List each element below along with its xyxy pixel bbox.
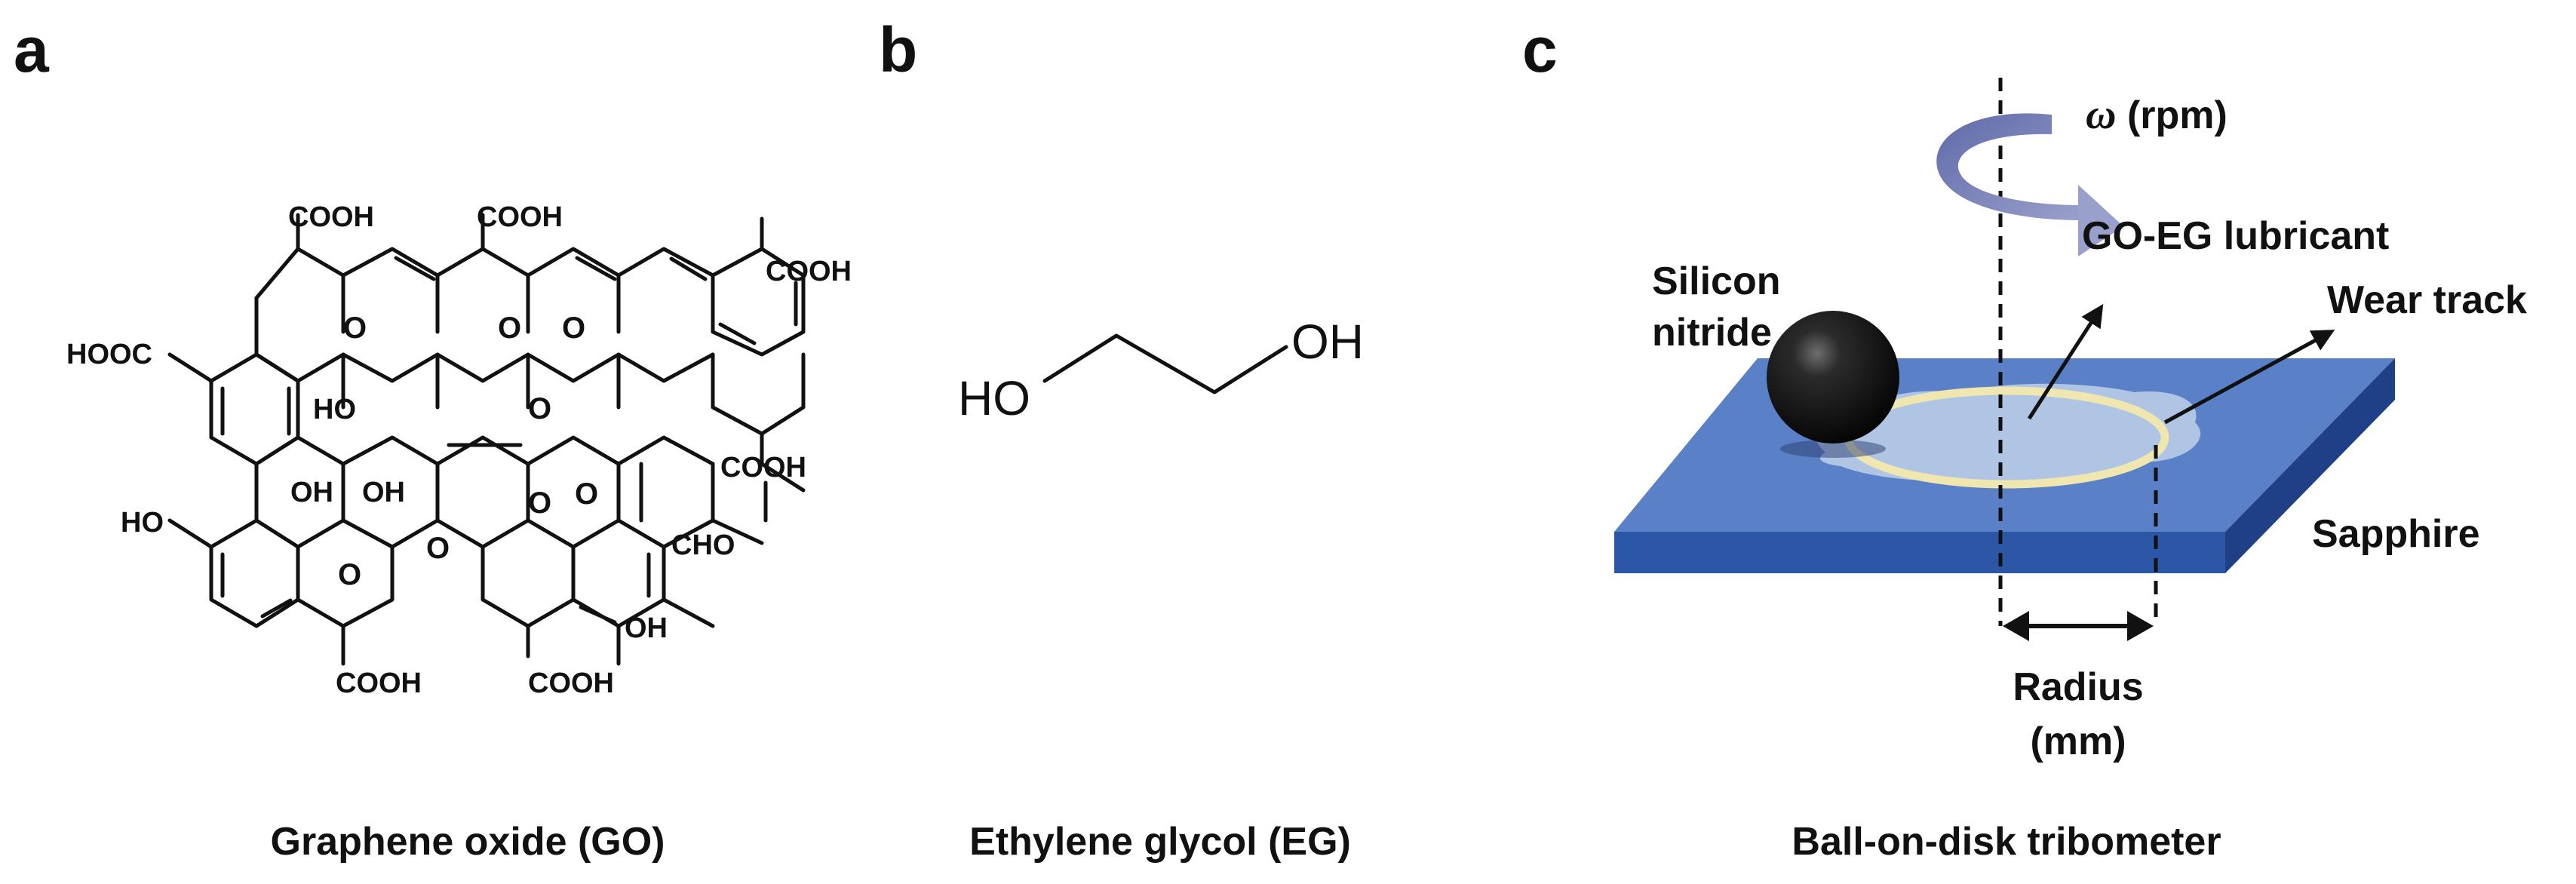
radius-label-line-2: (mm) bbox=[2030, 720, 2126, 763]
ball-label-line-2: nitride bbox=[1652, 311, 1772, 355]
epoxide-o-1: O bbox=[343, 312, 367, 345]
wear-track-label: Wear track bbox=[2327, 278, 2527, 322]
disk-side-face bbox=[2225, 358, 2395, 573]
panel-a-caption: Graphene oxide (GO) bbox=[271, 820, 665, 864]
rotation-arrow-icon bbox=[1936, 113, 2123, 256]
graphene-oxide-structure: O O O O O O O O COOH COOH COOH HOOC COOH… bbox=[66, 201, 852, 699]
ball-shadow bbox=[1780, 440, 1886, 458]
disk-front-face bbox=[1614, 532, 2225, 573]
go-cooh-top-left: COOH bbox=[288, 201, 374, 233]
go-hooc-left: HOOC bbox=[66, 339, 152, 370]
ball-label-line-1: Silicon bbox=[1652, 259, 1780, 303]
radius-dimension-arrow bbox=[2003, 611, 2154, 641]
go-oh-right: OH bbox=[625, 612, 668, 644]
eg-bond-chain bbox=[1042, 333, 1288, 394]
panel-c-letter: c bbox=[1522, 14, 1558, 85]
go-ho-left: HO bbox=[121, 507, 164, 539]
ball-sphere bbox=[1767, 311, 1899, 444]
panel-c-caption: Ball-on-disk tribometer bbox=[1792, 820, 2221, 864]
go-bond-skeleton bbox=[167, 213, 806, 666]
panel-b: b HO OH Ethylene glycol (EG) bbox=[879, 14, 1364, 864]
rpm-label: (rpm) bbox=[2127, 94, 2228, 137]
go-ho-center: HO bbox=[313, 394, 356, 425]
epoxide-groups: O O O O O O O O bbox=[338, 312, 598, 591]
go-cooh-bottom-right: COOH bbox=[528, 668, 614, 699]
go-oh-center-2: OH bbox=[362, 477, 405, 508]
lubricant-pointer-arrow bbox=[2027, 303, 2104, 420]
epoxide-o-4: O bbox=[528, 392, 551, 425]
panel-c: c ω (rpm) GO-EG lubricant bbox=[1522, 14, 2527, 864]
epoxide-o-3: O bbox=[562, 312, 585, 345]
epoxide-o-5: O bbox=[528, 487, 551, 520]
epoxide-o-7: O bbox=[426, 532, 450, 565]
lubricant-label: GO-EG lubricant bbox=[2082, 214, 2389, 258]
eg-oh-label: OH bbox=[1291, 315, 1364, 369]
omega-rpm-label: ω (rpm) bbox=[2086, 91, 2228, 138]
ethylene-glycol-structure: HO OH bbox=[958, 315, 1364, 425]
go-cooh-top-mid: COOH bbox=[477, 201, 563, 233]
epoxide-o-6: O bbox=[575, 477, 598, 511]
epoxide-o-2: O bbox=[498, 312, 521, 345]
silicon-nitride-ball bbox=[1767, 311, 1899, 458]
epoxide-o-8: O bbox=[338, 558, 361, 591]
go-oh-center-1: OH bbox=[290, 477, 333, 508]
panel-b-caption: Ethylene glycol (EG) bbox=[969, 820, 1351, 864]
go-cho: CHO bbox=[671, 529, 735, 561]
panel-a-letter: a bbox=[14, 14, 50, 85]
panel-a: a bbox=[14, 14, 852, 864]
lubricant-film bbox=[1816, 383, 2201, 483]
eg-ho-label: HO bbox=[958, 371, 1030, 425]
panel-b-letter: b bbox=[879, 14, 917, 85]
go-cooh-right: COOH bbox=[720, 452, 806, 483]
go-cooh-bottom-left: COOH bbox=[336, 668, 422, 699]
disk-label: Sapphire bbox=[2312, 512, 2480, 556]
radius-label-line-1: Radius bbox=[2013, 665, 2143, 709]
wear-track-pointer-arrow bbox=[2163, 330, 2335, 425]
go-cooh-top-right: COOH bbox=[766, 256, 852, 287]
omega-symbol: ω bbox=[2086, 91, 2117, 138]
